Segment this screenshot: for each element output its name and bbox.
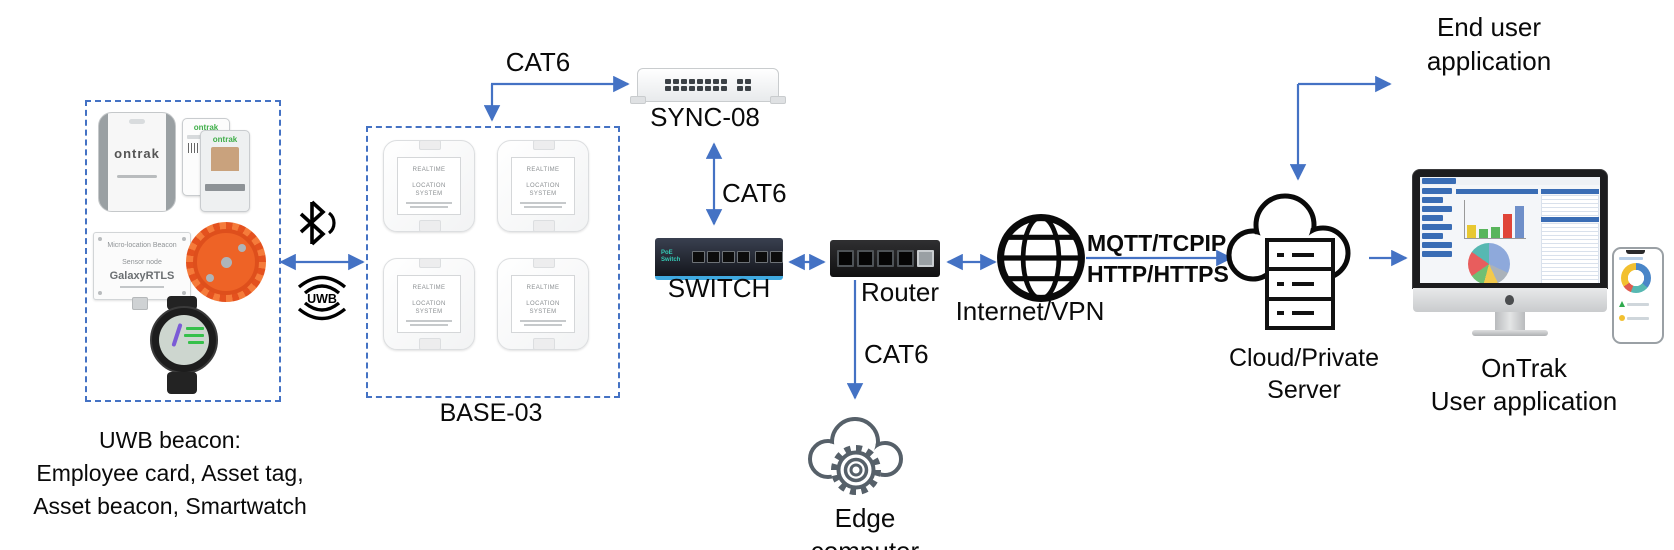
asset-beacon-disc	[186, 222, 266, 302]
cat6-label-router-edge: CAT6	[864, 339, 929, 369]
anchor-text-line1: REALTIME	[526, 167, 560, 173]
switch-device-text: PoE Switch	[661, 250, 681, 263]
anchor-text-line2: LOCATION SYSTEM	[412, 301, 446, 315]
beacon-inner	[193, 229, 259, 295]
ontrak-label-line2: User application	[1430, 386, 1618, 416]
cat6-label-base-sync: CAT6	[505, 47, 571, 77]
anchor-text-line1: REALTIME	[526, 285, 560, 291]
rtls-anchor-device: REALTIME LOCATION SYSTEM	[383, 140, 475, 232]
switch-ports	[692, 251, 783, 263]
smartwatch-device	[150, 296, 218, 398]
sensor-node-line1: Micro-location Beacon	[107, 242, 177, 249]
asset-tag-device: ontrak	[98, 112, 176, 212]
asset-tag-brand: ontrak	[114, 146, 160, 161]
imac-stand-base	[1472, 330, 1548, 336]
tag-slot	[129, 119, 145, 124]
caption-line-1: UWB beacon:	[99, 427, 241, 453]
smartwatch-screen	[159, 315, 209, 365]
gear-icon	[831, 445, 881, 495]
cloud-server-label: Cloud/Private Server	[1219, 342, 1389, 406]
sensor-node-name: GalaxyRTLS	[109, 270, 175, 282]
apple-logo-icon	[1505, 295, 1514, 305]
asset-tag-model-blur	[117, 175, 157, 178]
ontrak-dashboard-screen	[1420, 177, 1600, 283]
end-user-line2: application	[1426, 46, 1552, 76]
base-station-label: BASE-03	[439, 399, 543, 427]
dashboard-pie-chart	[1468, 243, 1510, 283]
ontrak-label-line1: OnTrak	[1481, 353, 1567, 383]
internet-label: Internet/VPN	[955, 296, 1105, 326]
sensor-node-device: Micro-location Beacon Sensor node Galaxy…	[93, 232, 191, 300]
imac-bezel	[1413, 170, 1607, 288]
anchor-text-line2: LOCATION SYSTEM	[412, 183, 446, 197]
rtls-anchor-device: REALTIME LOCATION SYSTEM	[383, 258, 475, 350]
phone-notch	[1626, 250, 1645, 254]
dashboard-bar-chart	[1456, 189, 1538, 239]
sensor-node-text-blur	[120, 286, 164, 288]
dashboard-table-top	[1541, 189, 1599, 219]
base-station-group-box	[366, 126, 620, 398]
switch-device: PoE Switch	[655, 238, 783, 280]
sensor-cable-gland	[132, 297, 148, 310]
dashboard-sidebar	[1422, 188, 1452, 281]
edge-computer-label: Edge computer	[811, 503, 919, 550]
sync-08-device	[630, 68, 786, 104]
protocol-label-top: MQTT/TCPIP	[1087, 230, 1227, 256]
sync-08-label: SYNC-08	[650, 102, 760, 132]
sensor-node-line2: Sensor node	[122, 259, 162, 266]
employee-photo	[211, 147, 239, 181]
uwb-beacon-group-box	[85, 100, 281, 402]
end-user-application-label: End user application	[1399, 10, 1579, 78]
card-brand: ontrak	[212, 135, 238, 144]
ontrak-app-label: OnTrak User application	[1404, 352, 1644, 418]
uwb-icon: UWB	[297, 275, 347, 321]
imac-stand	[1495, 312, 1525, 330]
anchor-text-line1: REALTIME	[412, 167, 446, 173]
smartphone-device	[1612, 247, 1664, 344]
phone-donut-chart	[1621, 263, 1651, 293]
dashboard-table-bottom	[1541, 217, 1599, 283]
card-name-bar	[205, 184, 245, 191]
router-label: Router	[860, 277, 940, 307]
caption-line-2: Employee card, Asset tag,	[36, 460, 304, 486]
anchor-text-line2: LOCATION SYSTEM	[526, 301, 560, 315]
sync-ports	[665, 79, 751, 91]
cloud-label-line2: Server	[1267, 376, 1341, 404]
cat6-label-sync-switch: CAT6	[722, 178, 787, 208]
anchor-text-line1: REALTIME	[412, 285, 446, 291]
card-brand: ontrak	[193, 123, 219, 132]
end-user-line1: End user	[1436, 12, 1542, 42]
rtls-anchor-device: REALTIME LOCATION SYSTEM	[497, 258, 589, 350]
anchor-text-line2: LOCATION SYSTEM	[526, 183, 560, 197]
router-device	[830, 240, 940, 277]
rtls-anchor-device: REALTIME LOCATION SYSTEM	[497, 140, 589, 232]
edge-computer-icon	[808, 417, 903, 495]
cloud-label-line1: Cloud/Private	[1228, 344, 1380, 372]
caption-line-3: Asset beacon, Smartwatch	[33, 493, 307, 519]
internet-globe-icon	[997, 214, 1085, 302]
protocol-label-bottom: HTTP/HTTPS	[1087, 261, 1229, 287]
uwb-group-caption: UWB beacon: Employee card, Asset tag, As…	[5, 424, 335, 523]
server-rack-icon	[1265, 238, 1335, 330]
employee-card-front: ontrak	[200, 130, 250, 212]
uwb-icon-text: UWB	[307, 292, 337, 306]
bluetooth-icon	[299, 200, 336, 246]
imac-monitor	[1413, 170, 1607, 336]
switch-label: SWITCH	[667, 273, 771, 303]
